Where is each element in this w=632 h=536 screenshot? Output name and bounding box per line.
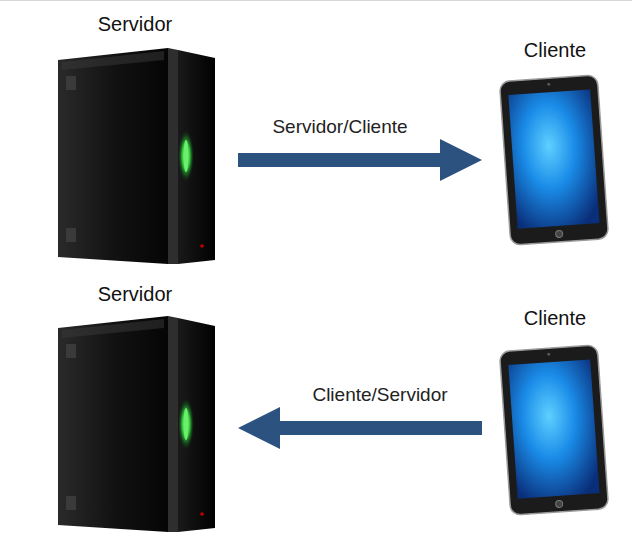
server-node: Servidor (45, 12, 225, 270)
arrow-label: Cliente/Servidor (310, 384, 449, 406)
top-rule (0, 0, 632, 1)
node-title: Servidor (45, 282, 225, 306)
node-title: Cliente (495, 306, 615, 330)
client-node: Cliente (495, 38, 615, 250)
node-title: Cliente (495, 38, 615, 62)
client-node: Cliente (495, 306, 615, 518)
server-node: Servidor (45, 282, 225, 534)
arrow-label: Servidor/Cliente (270, 116, 409, 138)
flow-arrow (238, 139, 482, 181)
node-title: Servidor (45, 12, 225, 36)
flow-arrow (238, 407, 482, 449)
